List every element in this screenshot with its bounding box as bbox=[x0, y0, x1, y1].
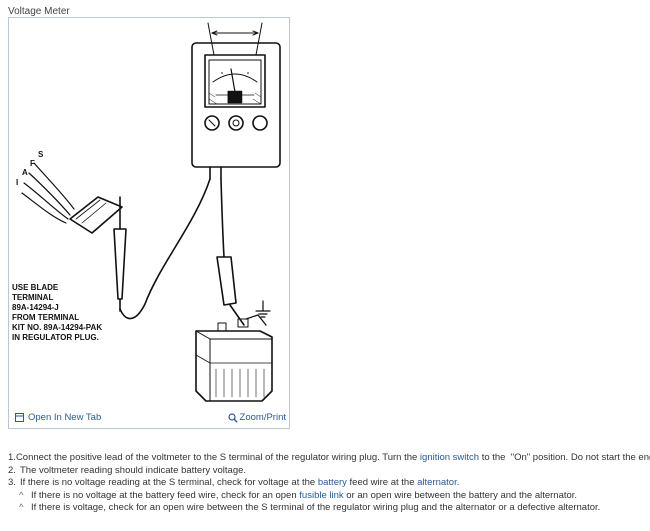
diagram-note-line: TERMINAL bbox=[12, 293, 53, 302]
meter-needle bbox=[230, 68, 236, 93]
alternator-link[interactable]: alternator bbox=[417, 477, 457, 488]
voltmeter-body bbox=[191, 42, 281, 168]
list-item: ^ If there is voltage, check for an open… bbox=[8, 502, 648, 515]
sub-bullet: ^ bbox=[19, 489, 24, 501]
diagram-note-line: FROM TERMINAL bbox=[12, 313, 79, 322]
wire-letter-a: A bbox=[22, 168, 28, 177]
step-text: If there is no voltage reading at the S … bbox=[20, 477, 318, 488]
diagram-note-line: 89A-14294-J bbox=[12, 303, 59, 312]
step-text: The voltmeter reading should indicate ba… bbox=[20, 464, 247, 476]
zoom-print-label: Zoom/Print bbox=[239, 412, 286, 423]
new-tab-icon bbox=[15, 413, 24, 422]
wire-letter-i: I bbox=[16, 178, 18, 187]
sub-bullet: ^ bbox=[19, 502, 24, 513]
step-text: Connect the positive lead of the voltmet… bbox=[15, 452, 420, 463]
diagram-note-line: KIT NO. 89A-14294-PAK bbox=[12, 323, 102, 332]
negative-lead bbox=[119, 178, 211, 320]
step-number: 2. bbox=[8, 464, 16, 476]
magnifier-icon bbox=[227, 412, 238, 423]
figure-footer: Open In New Tab Zoom/Print bbox=[9, 411, 289, 425]
voltmeter-diagram: S F A I USE BLADE TERMINAL 89A-14294-J F… bbox=[12, 22, 281, 402]
ignition-switch-link[interactable]: ignition switch bbox=[419, 452, 480, 463]
battery-probe bbox=[216, 256, 237, 306]
step-text: feed wire at the bbox=[346, 477, 418, 488]
list-item: 3. If there is no voltage reading at the… bbox=[8, 477, 648, 490]
wire-letter-f: F bbox=[30, 159, 35, 168]
step-number: 3. bbox=[8, 477, 16, 488]
zoom-print-link[interactable]: Zoom/Print bbox=[227, 412, 286, 423]
diagram-note-line: IN REGULATOR PLUG. bbox=[12, 333, 99, 342]
step-text: or an open wire between the battery and … bbox=[343, 489, 578, 501]
plug-probe bbox=[113, 228, 127, 300]
instruction-list: 1. Connect the positive lead of the volt… bbox=[8, 452, 650, 515]
step-text: . bbox=[456, 477, 460, 488]
step-number: 1. bbox=[8, 452, 16, 463]
list-item: 2. The voltmeter reading should indicate… bbox=[8, 465, 648, 478]
figure-title: Voltage Meter bbox=[8, 6, 70, 17]
step-text: to the "On" position. Do not start the e… bbox=[481, 452, 650, 463]
fusible-link-link[interactable]: fusible link bbox=[299, 489, 344, 501]
open-in-new-tab-label: Open In New Tab bbox=[28, 412, 102, 423]
battery bbox=[195, 330, 273, 402]
diagram-note-line: USE BLADE bbox=[12, 283, 59, 292]
figure-panel: S F A I USE BLADE TERMINAL 89A-14294-J F… bbox=[8, 17, 290, 429]
list-item: ^ If there is no voltage at the battery … bbox=[8, 490, 648, 503]
list-item: 1. Connect the positive lead of the volt… bbox=[8, 452, 650, 465]
step-text: If there is voltage, check for an open w… bbox=[31, 502, 601, 513]
open-in-new-tab-link[interactable]: Open In New Tab bbox=[15, 412, 101, 423]
wiring-plug bbox=[69, 196, 123, 234]
step-text: If there is no voltage at the battery fe… bbox=[31, 489, 300, 501]
battery-link[interactable]: battery bbox=[317, 477, 347, 488]
wire-letter-s: S bbox=[38, 150, 44, 159]
